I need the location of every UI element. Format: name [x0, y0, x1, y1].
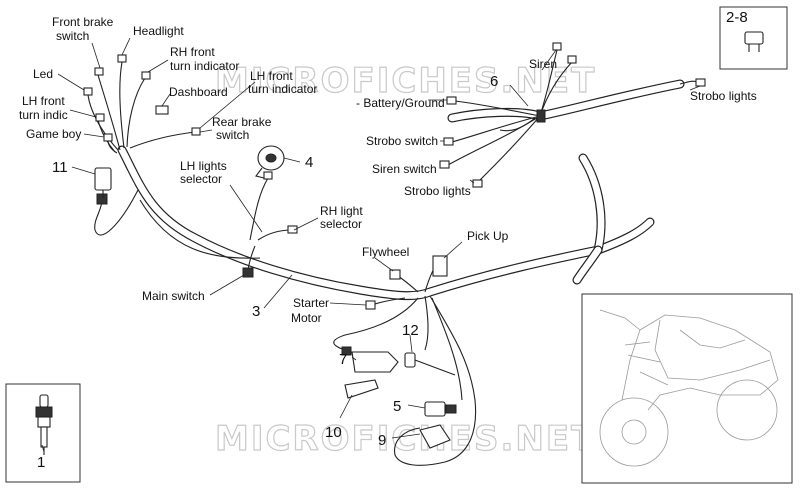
label-front-brake-switch-line2: switch: [56, 29, 89, 43]
scooter-sketch-icon: [599, 309, 779, 467]
label-front-brake-switch-line1: Front brake: [52, 15, 114, 29]
label-dashboard: Dashboard: [169, 85, 228, 99]
label-siren-switch: Siren switch: [372, 162, 437, 176]
part-5-component: [424, 401, 457, 417]
part-number-3: 3: [252, 303, 260, 320]
label-pick-up: Pick Up: [467, 229, 509, 243]
label-rear-brake-switch-line1: Rear brake: [212, 115, 272, 129]
part-10-component: [344, 379, 379, 399]
lower-branch-wires: [333, 295, 477, 466]
main-harness: [117, 79, 685, 301]
part-number-6: 6: [490, 73, 498, 90]
rear-connectors: [439, 42, 706, 188]
label-lh-lights-selector-line1: LH lights: [180, 159, 227, 173]
label-siren: Siren: [529, 57, 557, 71]
inset-scooter: [581, 293, 793, 484]
label-strobo-lights-right: Strobo lights: [690, 89, 757, 103]
label-led: Led: [33, 67, 53, 81]
part-number-11: 11: [52, 159, 68, 176]
label-game-boy: Game boy: [26, 127, 81, 141]
part-number-7: 7: [339, 351, 347, 368]
label-rear-brake-switch-line2: switch: [216, 128, 249, 142]
fuse-icon: [744, 31, 764, 52]
part-number-2-8: 2-8: [726, 9, 748, 26]
leader-lines: [41, 37, 701, 453]
label-headlight: Headlight: [133, 24, 184, 38]
front-branch-wires: [87, 61, 441, 306]
inset-spark-plug: [5, 383, 81, 483]
inset-fuse: [719, 6, 788, 70]
part-number-12: 12: [402, 322, 419, 339]
part-number-1: 1: [37, 454, 45, 471]
pick-up-connector: [432, 255, 448, 277]
label-flywheel: Flywheel: [362, 245, 409, 259]
label-strobo-switch: Strobo switch: [366, 134, 438, 148]
spark-plug-icon: [35, 394, 53, 455]
label-lh-lights-selector-line2: selector: [180, 172, 222, 186]
part-number-9: 9: [378, 432, 386, 449]
part-7-component: [341, 346, 399, 373]
label-starter-motor-line1: Starter: [293, 296, 329, 310]
label-strobo-lights-lower: Strobo lights: [404, 184, 471, 198]
label-battery-ground: - Battery/Ground: [356, 96, 445, 110]
label-lh-front-turn-indicator-line1: LH front: [250, 69, 293, 83]
label-lh-front-turn-indicator-line2: turn indicator: [248, 82, 317, 96]
watermark-bottom: MICROFICHES.NET: [215, 419, 596, 459]
label-lh-front-turn-indic-line2: turn indic: [19, 108, 68, 122]
label-rh-front-turn-indicator-line2: turn indicator: [170, 59, 239, 73]
horn-icon: [255, 145, 285, 179]
part-9-component: [419, 424, 451, 449]
part-11-component: [94, 167, 112, 198]
label-main-switch: Main switch: [142, 289, 205, 303]
part-12-component: [404, 352, 456, 376]
component-labels: Front brake switch Headlight RH front tu…: [19, 15, 757, 325]
label-rh-front-turn-indicator-line1: RH front: [170, 45, 215, 59]
part-number-labels: 1 2-8 3 4 5 6 7 9 10 11 12: [37, 9, 748, 471]
label-rh-light-selector-line1: RH light: [320, 204, 363, 218]
front-connectors: [83, 54, 448, 310]
label-starter-motor-line2: Motor: [291, 311, 322, 325]
part-number-10: 10: [325, 424, 342, 441]
label-rh-light-selector-line2: selector: [320, 217, 362, 231]
part-number-5: 5: [393, 398, 401, 415]
label-lh-front-turn-indic-line1: LH front: [22, 94, 65, 108]
part-number-4: 4: [305, 154, 313, 171]
watermark-top: MICROFICHES.NET: [215, 61, 596, 101]
